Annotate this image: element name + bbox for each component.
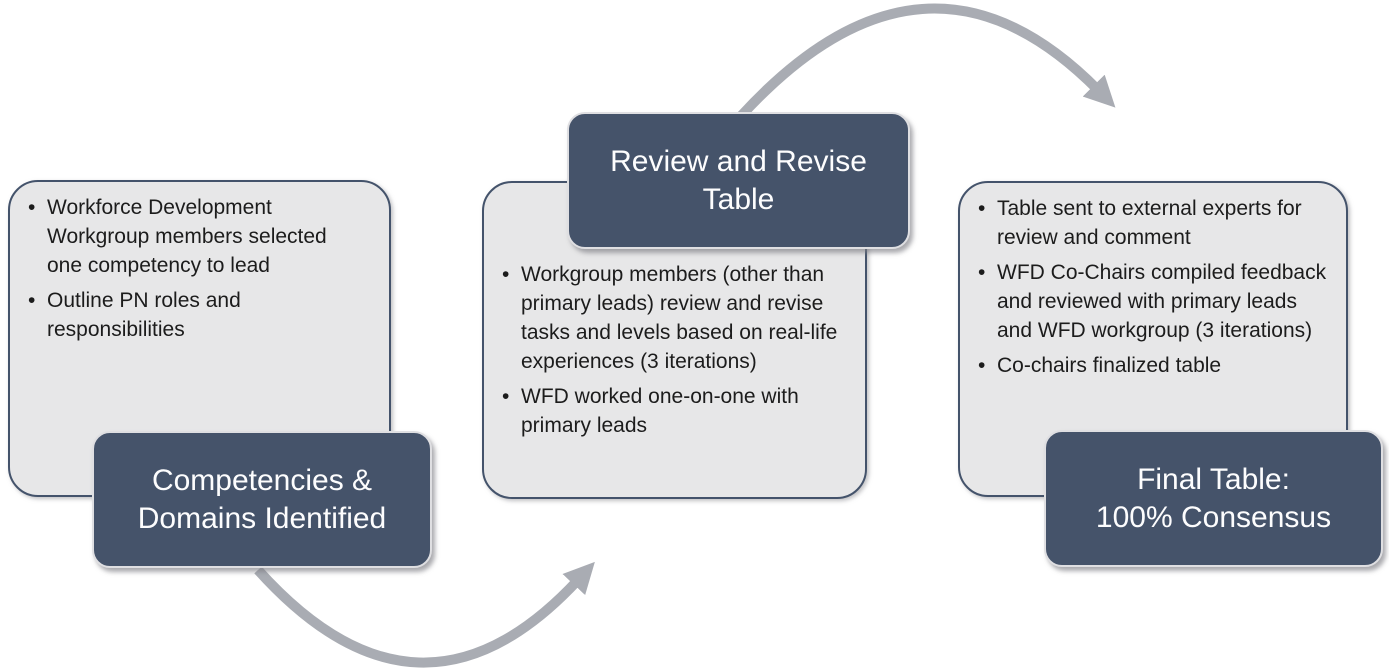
stage-2-label: Review and Revise Table [567, 112, 910, 249]
stage-1-content-panel: Workforce Development Workgroup members … [8, 180, 391, 497]
arrow-stage2-to-stage3 [737, 3, 1116, 120]
bullet-item: WFD worked one-on-one with primary leads [502, 382, 857, 440]
arrow-stage1-to-stage2 [254, 561, 595, 668]
stage-label-line: Table [702, 182, 775, 216]
stage-1-label: Competencies & Domains Identified [92, 431, 432, 568]
stage-label-line: Domains Identified [137, 501, 387, 535]
stage-label-line: Competencies & [151, 463, 373, 497]
bullet-item: Workgroup members (other than primary le… [502, 260, 857, 376]
stage-2-bullet-list: Workgroup members (other than primary le… [484, 183, 865, 440]
bullet-item: Table sent to external experts for revie… [978, 194, 1334, 252]
stage-label-line: Final Table: [1137, 462, 1290, 496]
bullet-item: WFD Co-Chairs compiled feedback and revi… [978, 258, 1334, 345]
stage-3-bullet-list: Table sent to external experts for revie… [960, 183, 1346, 380]
stage-1-bullet-list: Workforce Development Workgroup members … [10, 182, 389, 344]
stage-3-label: Final Table: 100% Consensus [1044, 430, 1383, 567]
bullet-item: Co-chairs finalized table [978, 351, 1334, 380]
bullet-item: Outline PN roles and responsibilities [28, 286, 363, 344]
stage-label-line: 100% Consensus [1095, 500, 1332, 534]
bullet-item: Workforce Development Workgroup members … [28, 193, 363, 280]
stage-label-line: Review and Revise [610, 144, 867, 178]
